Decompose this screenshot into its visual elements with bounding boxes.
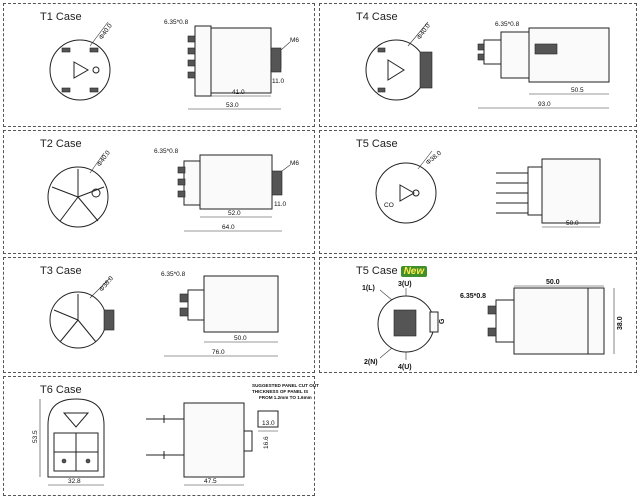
t4-case-drawing: Φ40.0 6.35*0.8 50.5 93.0 [365,21,610,109]
t5-case-drawing: Φ38.0 CO 50.0 [375,149,601,228]
t4-case-panel: T4 Case Φ40.0 6.35*0.8 50.5 93.0 [319,3,637,127]
t1-case-drawing: Φ40.0 6.35*0.8 M6 41.0 53.0 11.0 [49,19,299,110]
t1-dim-stud: 11.0 [272,78,285,85]
t2-case-title: T2 Case [40,138,82,150]
t1-case-title: T1 Case [40,11,82,23]
t5-new-dim-length: 50.0 [546,279,560,286]
pin-4-label: 4(U) [398,364,412,371]
t5-case-title: T5 Case [356,138,398,150]
t2-diameter-label: Φ40.0 [96,149,112,168]
t1-diameter-label: Φ40.0 [98,22,114,41]
pin-1-label: 1(L) [362,285,375,292]
t6-dim-cut-w: 13.0 [262,420,275,427]
t5-new-dim-height: 38.0 [617,316,624,330]
pin-2-label: 2(N) [364,359,378,366]
t6-dim-width: 32.8 [68,478,81,485]
t1-pin-size: 6.35*0.8 [164,19,189,26]
t5-marking: CO [384,202,394,209]
t2-case-drawing: Φ40.0 6.35*0.8 M6 52.0 64.0 11.0 [47,148,299,232]
t6-note-line1: SUGGESTED PANEL CUT OUT [252,383,319,388]
t1-dim-outer: 53.0 [226,102,239,109]
t5-dim-length: 50.0 [566,220,579,227]
t5-new-pin-size: 6.35*0.8 [460,293,486,300]
t4-dim-outer: 93.0 [538,101,551,108]
t2-thread-label: M6 [290,160,299,167]
t2-case-panel: T2 Case Φ40.0 6.35*0.8 M6 52.0 64.0 11.0 [3,130,315,254]
ground-label: G [439,318,446,324]
t3-pin-size: 6.35*0.8 [161,271,186,278]
t3-dim-inner: 50.0 [234,335,247,342]
t4-case-title: T4 Case [356,11,398,23]
t3-case-panel: T3 Case Φ38.0 6.35*0.8 50.0 76.0 [3,257,315,373]
pin-3-label: 3(U) [398,281,412,288]
t5-diameter-label: Φ38.0 [425,149,443,166]
t6-dim-height: 53.5 [32,430,39,443]
t6-note-line2: THICKNESS OF PANEL IS [252,389,308,394]
t5-case-panel: T5 Case Φ38.0 CO 50.0 [319,130,637,254]
t1-dim-inner: 41.0 [232,89,245,96]
t3-case-drawing: Φ38.0 6.35*0.8 50.0 76.0 [49,271,279,357]
t5-new-case-drawing: 1(L) 3(U) 2(N) 4(U) G 6.35*0.8 50.0 38.0 [362,279,624,371]
t4-dim-inner: 50.5 [571,87,584,94]
t3-dim-outer: 76.0 [212,349,225,356]
t2-dim-outer: 64.0 [222,224,235,231]
t3-case-title: T3 Case [40,265,82,277]
t6-case-drawing: 53.5 32.8 47.5 13.0 16.6 SUGGESTED PANEL… [32,383,319,486]
t4-pin-size: 6.35*0.8 [495,21,520,28]
t6-case-panel: T6 Case 53.5 32.8 47.5 13.0 16.6 SUGGEST… [3,376,319,496]
t6-case-title: T6 Case [40,384,82,396]
t2-dim-stud: 11.0 [274,201,287,208]
new-badge: New [400,266,428,277]
t6-dim-cut-h: 16.6 [263,436,270,449]
t3-diameter-label: Φ38.0 [98,275,115,293]
t1-thread-label: M6 [290,37,299,44]
t5-new-title-text: T5 Case [356,265,398,277]
t1-case-panel: T1 Case Φ40.0 6.35*0.8 M6 41.0 53.0 11.0 [3,3,315,127]
t6-note-line3: FROM 1.2mm TO 1.6mm [259,395,312,400]
t2-pin-size: 6.35*0.8 [154,148,179,155]
t4-diameter-label: Φ40.0 [416,22,432,41]
t6-dim-length: 47.5 [204,478,217,485]
t2-dim-inner: 52.0 [228,210,241,217]
